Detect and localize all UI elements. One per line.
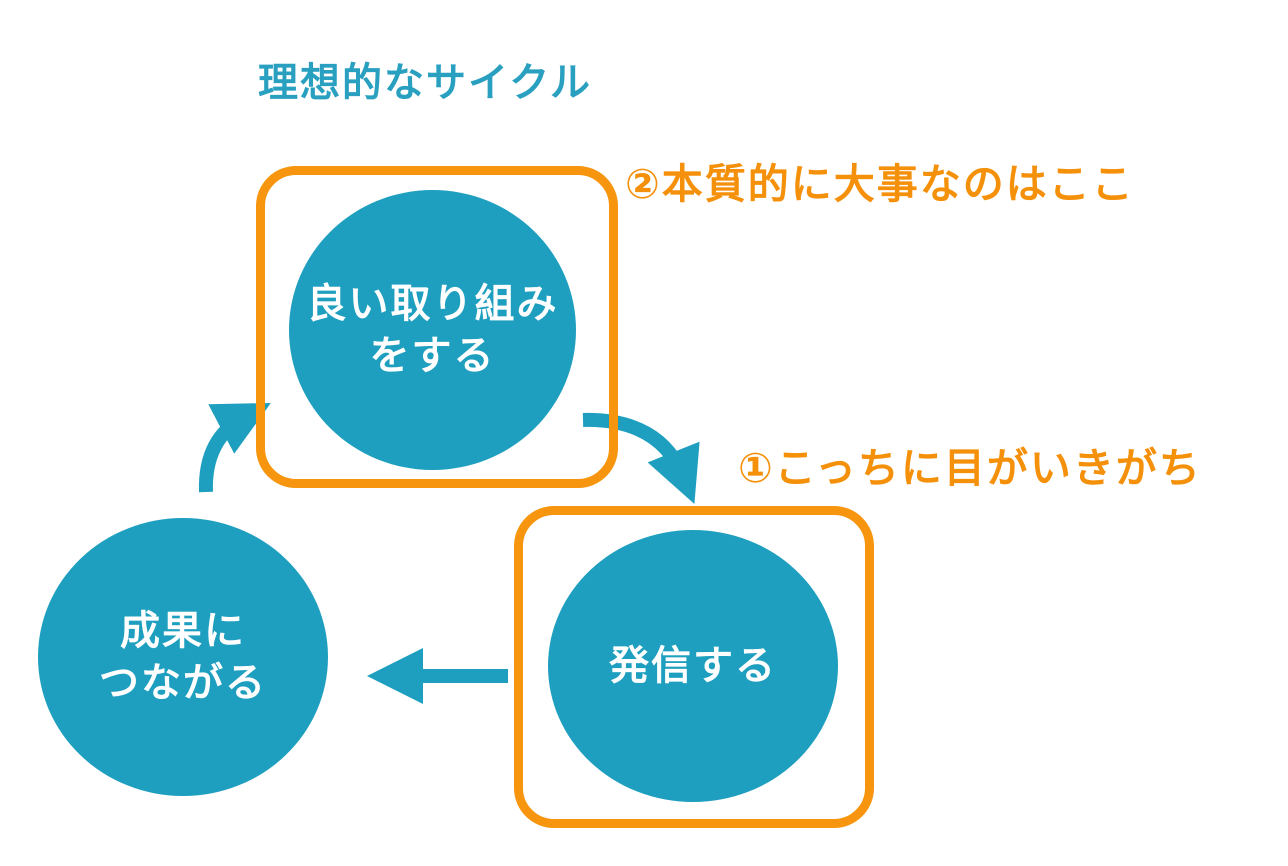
node-results-line2: つながる <box>99 660 267 706</box>
annotation-attention: ①こっちに目がいきがち <box>738 444 1202 492</box>
diagram-title: 理想的なサイクル <box>258 60 592 106</box>
node-results: 成果に つながる <box>38 518 328 796</box>
node-publish-line1: 発信する <box>609 643 777 689</box>
highlight-box-good-work <box>256 166 618 488</box>
annotation-essential: ②本質的に大事なのはここ <box>625 160 1135 208</box>
node-good-work-line1: 良い取り組み <box>306 281 559 327</box>
node-good-work-line2: をする <box>369 333 496 379</box>
highlight-box-publish <box>514 506 874 828</box>
node-results-line1: 成果に <box>120 608 246 654</box>
node-publish: 発信する <box>548 530 838 802</box>
node-good-work: 良い取り組み をする <box>289 190 576 470</box>
arrow-good-to-publish <box>582 412 700 504</box>
arrow-results-to-good <box>198 402 271 493</box>
